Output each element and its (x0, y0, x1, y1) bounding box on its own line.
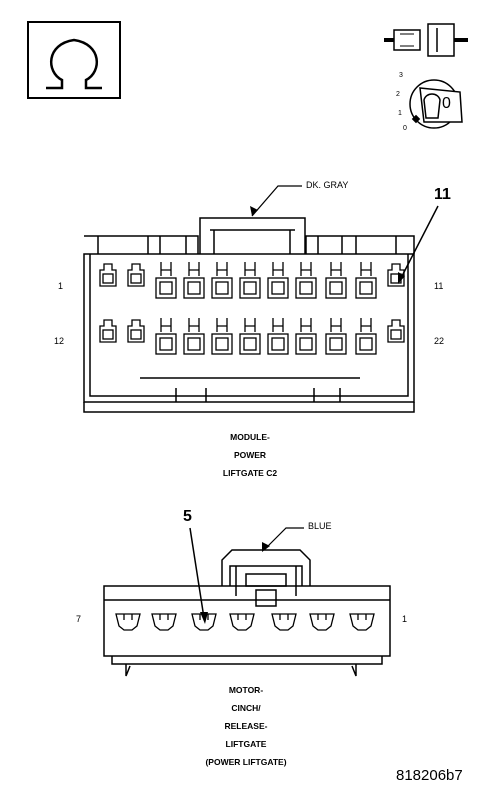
motor-caption-line-1: MOTOR- (228, 685, 264, 695)
c2-cavity (267, 318, 289, 355)
c2-cavity (127, 319, 145, 343)
motor-caption-line-5: (POWER LIFTGATE) (205, 757, 287, 767)
dk-gray-arrowhead (250, 206, 258, 216)
c2-cavity (355, 262, 377, 299)
c2-cavity (183, 318, 205, 355)
blue-label: BLUE (308, 521, 332, 531)
key-value: 0 (442, 95, 451, 112)
ignition-key-icon (409, 79, 463, 129)
motor-cavities (115, 613, 375, 631)
c2-cavity (239, 262, 261, 299)
c2-cavities (99, 262, 405, 355)
motor-cavity (229, 613, 255, 631)
motor-connector-body (103, 549, 391, 677)
dk-gray-label: DK. GRAY (306, 180, 349, 190)
c2-connector-body (83, 217, 415, 413)
c2-cavity (387, 319, 405, 343)
connector-icon (384, 23, 468, 57)
c2-cavity (267, 262, 289, 299)
motor-cavity (271, 613, 297, 631)
c2-cavity (155, 262, 177, 299)
motor-caption-line-3: RELEASE- (224, 721, 268, 731)
callout-5-leader (189, 527, 205, 619)
motor-cavity (115, 613, 141, 631)
pin-label-12: 12 (54, 336, 65, 346)
motor-cavity (349, 613, 375, 631)
c2-cavity (325, 318, 347, 355)
c2-cavity (211, 318, 233, 355)
c2-cavity (211, 262, 233, 299)
c2-cavity (239, 318, 261, 355)
c2-cavity (355, 318, 377, 355)
callout-11-arrowhead (398, 272, 405, 284)
callout-11-leader (399, 205, 439, 281)
c2-cavity (295, 318, 317, 355)
motor-cavity (151, 613, 177, 631)
c2-caption: MODULE- POWER LIFTGATE C2 (180, 428, 320, 482)
key-pos-1: 1 (398, 110, 402, 117)
callout-11: 11 (434, 186, 451, 203)
c2-caption-line-1: MODULE- (230, 432, 270, 442)
pin-label-7: 7 (76, 614, 82, 624)
c2-cavity (183, 262, 205, 299)
pin-label-motor-1: 1 (402, 614, 408, 624)
c2-caption-line-3: LIFTGATE C2 (222, 468, 278, 478)
key-pos-0: 0 (403, 125, 407, 132)
callout-5-arrowhead (200, 612, 208, 624)
key-pos-3: 3 (399, 72, 403, 79)
motor-caption: MOTOR- CINCH/ RELEASE- LIFTGATE (POWER L… (166, 681, 326, 771)
motor-caption-line-2: CINCH/ (231, 703, 261, 713)
pin-label-22: 22 (434, 336, 445, 346)
motor-cavity (191, 613, 217, 631)
motor-cavity (309, 613, 335, 631)
c2-cavity (325, 262, 347, 299)
pin-label-1: 1 (58, 281, 64, 291)
c2-cavity (99, 319, 117, 343)
callout-5: 5 (183, 508, 192, 525)
motor-caption-line-4: LIFTGATE (225, 739, 267, 749)
ohm-icon (27, 21, 121, 99)
pin-label-11: 11 (434, 281, 444, 291)
figure-id: 818206b7 (396, 767, 463, 784)
blue-leader (263, 527, 304, 551)
blue-arrowhead (262, 542, 270, 552)
key-pos-2: 2 (396, 91, 400, 98)
c2-cavity (295, 262, 317, 299)
dk-gray-leader (251, 185, 302, 217)
c2-cavity (155, 318, 177, 355)
c2-cavity (99, 263, 117, 287)
c2-cavity (127, 263, 145, 287)
c2-caption-line-2: POWER (233, 450, 267, 460)
